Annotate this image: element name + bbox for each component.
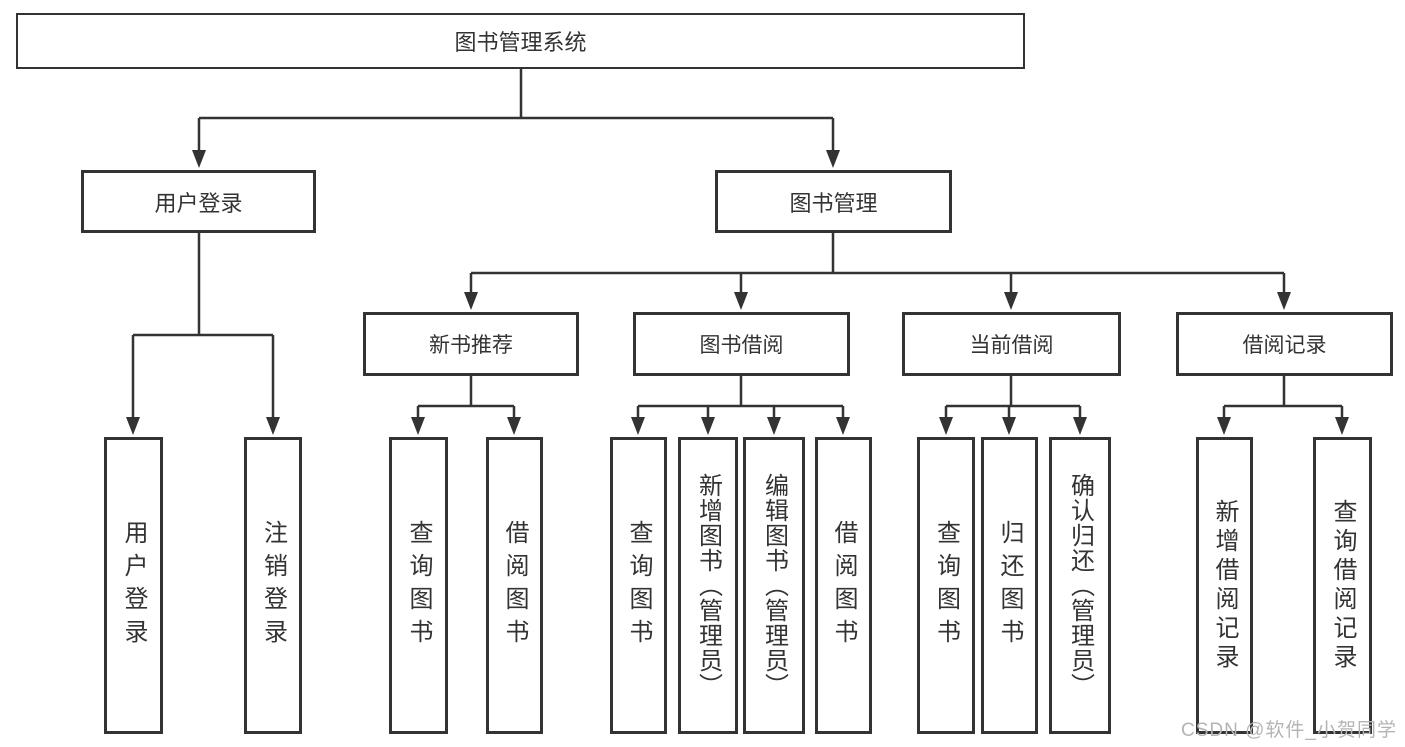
leaf-label: 查询图书 (625, 519, 652, 652)
node-new-book-recommend: 新书推荐 (363, 312, 579, 376)
node-leaf-add-borrow-record: 新增借阅记录 (1196, 437, 1253, 734)
leaf-label: 查询图书 (932, 519, 960, 652)
connector-lines (131, 69, 1344, 421)
leaf-label: 确认归还（管理员） (1066, 473, 1094, 698)
node-leaf-edit-book-admin: 编辑图书（管理员） (743, 437, 805, 734)
node-current-borrow: 当前借阅 (902, 312, 1121, 376)
leaf-label: 新增图书（管理员） (694, 473, 722, 698)
leaf-label: 查询图书 (405, 519, 432, 652)
node-book-management: 图书管理 (715, 170, 952, 233)
leaf-label: 编辑图书（管理员） (760, 473, 788, 698)
leaf-label: 注销登录 (259, 519, 287, 652)
node-leaf-query-books-2: 查询图书 (610, 437, 667, 734)
node-leaf-add-book-admin: 新增图书（管理员） (678, 437, 738, 734)
leaf-label: 归还图书 (996, 519, 1023, 652)
arrowheads (126, 150, 1349, 435)
leaf-label: 借阅图书 (830, 519, 857, 652)
leaf-label: 新增借阅记录 (1211, 498, 1238, 673)
node-leaf-query-books-3: 查询图书 (917, 437, 975, 734)
leaf-label: 用户登录 (120, 519, 147, 652)
node-leaf-user-login: 用户登录 (104, 437, 163, 734)
node-leaf-return-book: 归还图书 (981, 437, 1038, 734)
node-leaf-borrow-books-2: 借阅图书 (815, 437, 872, 734)
node-leaf-confirm-return-admin: 确认归还（管理员） (1049, 437, 1111, 734)
leaf-label: 借阅图书 (501, 519, 528, 652)
node-book-borrow: 图书借阅 (633, 312, 850, 376)
node-user-login: 用户登录 (81, 170, 316, 233)
node-leaf-logout: 注销登录 (244, 437, 302, 734)
node-leaf-query-borrow-record: 查询借阅记录 (1313, 437, 1372, 734)
node-library-management-system: 图书管理系统 (16, 13, 1025, 69)
node-borrow-records: 借阅记录 (1176, 312, 1393, 376)
node-leaf-query-books-1: 查询图书 (389, 437, 448, 734)
csdn-watermark: CSDN @软件_小贺同学 (1181, 720, 1397, 741)
leaf-label: 查询借阅记录 (1329, 498, 1356, 673)
node-leaf-borrow-books-1: 借阅图书 (486, 437, 543, 734)
